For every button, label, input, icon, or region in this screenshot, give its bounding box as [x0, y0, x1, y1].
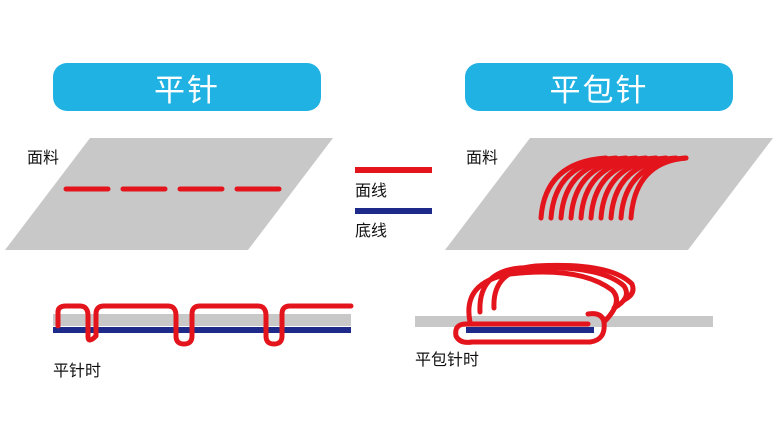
fabric-panel-left	[5, 138, 333, 250]
side-view-label-right: 平包针时	[415, 350, 480, 369]
legend-top-thread-label: 面线	[355, 181, 388, 200]
overlock-stitch-loops	[538, 155, 689, 221]
title-plain-stitch: 平针	[53, 63, 321, 111]
stitch-loop	[628, 155, 689, 221]
title-overlock-stitch: 平包针	[465, 63, 733, 111]
fabric-label-right: 面料	[466, 148, 499, 167]
fabric-cross-section-left	[53, 314, 351, 326]
side-view-label-left: 平针时	[53, 361, 102, 380]
fabric-label-left: 面料	[27, 148, 60, 167]
legend-bottom-thread-label: 底线	[355, 221, 388, 240]
top-thread-left	[55, 303, 354, 347]
top-thread-right	[453, 262, 636, 345]
